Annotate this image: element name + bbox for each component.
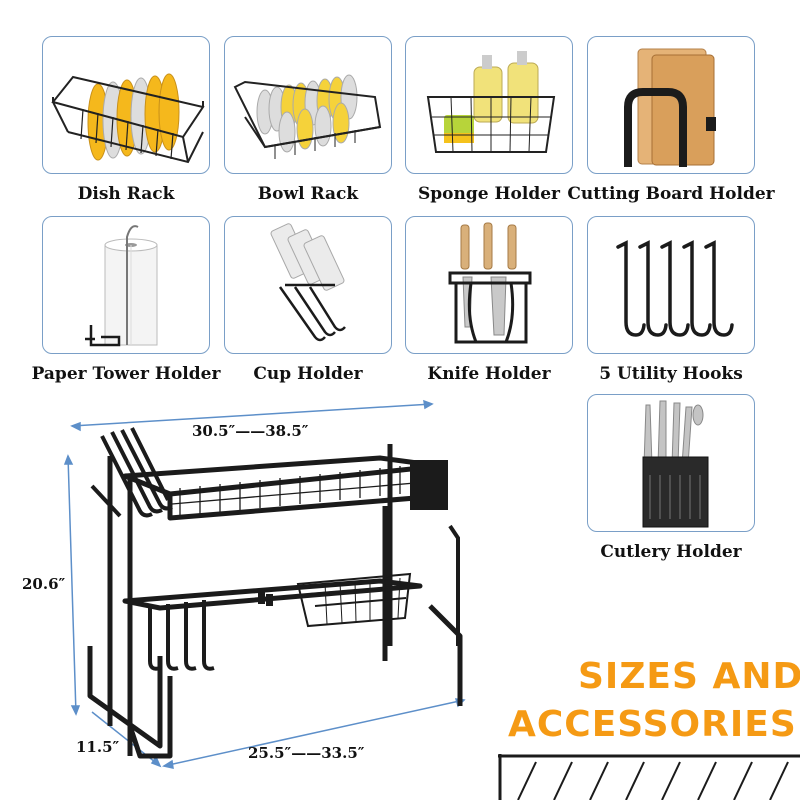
bowl-rack-image — [233, 74, 382, 159]
knife-holder-image — [448, 222, 532, 344]
height-dimension-line — [63, 454, 81, 716]
headline-line-2: ACCESSORIES — [508, 704, 797, 745]
utility-hooks-label: 5 Utility Hooks — [599, 364, 743, 384]
utility-hooks-card[interactable] — [587, 216, 755, 354]
rack-plate-dividers — [90, 427, 173, 518]
cup-holder-image — [270, 223, 346, 342]
knife-holder-card[interactable] — [405, 216, 573, 354]
rack-frame — [87, 444, 463, 759]
rack-lower-basket-grid — [324, 577, 401, 625]
upper-basket-grid — [171, 466, 439, 516]
height-label: 20.6″ — [22, 575, 66, 593]
dish-rack-image — [51, 73, 205, 164]
cup-holder-card[interactable] — [224, 216, 392, 354]
hatched-decoration-bar — [498, 754, 800, 800]
sponge-holder-label: Sponge Holder — [417, 184, 561, 204]
utility-hooks-image — [616, 240, 734, 337]
rack-side-towel-bar — [448, 524, 460, 646]
knife-holder-label: Knife Holder — [427, 364, 551, 384]
cup-holder-label: Cup Holder — [253, 364, 363, 384]
paper-towel-holder-label: Paper Tower Holder — [31, 364, 221, 384]
cutting-board-holder-label: Cutting Board Holder — [567, 184, 775, 204]
top-width-label: 30.5″——38.5″ — [192, 422, 309, 440]
top-width-dimension-line — [70, 399, 434, 432]
sponge-holder-card[interactable] — [405, 36, 573, 174]
bottom-width-label: 25.5″——33.5″ — [248, 744, 365, 762]
cutting-board-holder-card[interactable] — [587, 36, 755, 174]
dish-rack-label: Dish Rack — [77, 184, 175, 204]
rack-hanging-knobs — [258, 592, 273, 606]
sponge-holder-image — [426, 51, 556, 153]
rack-lower-cup-hooks — [148, 600, 215, 671]
paper-towel-holder-card[interactable] — [42, 216, 210, 354]
main-rack-illustration — [63, 399, 466, 769]
headline-line-1: SIZES AND — [578, 656, 800, 697]
bowl-rack-card[interactable] — [224, 36, 392, 174]
rack-cutlery-basket — [410, 460, 448, 510]
rack-lower-basket — [296, 572, 412, 628]
dish-rack-card[interactable] — [42, 36, 210, 174]
paper-towel-holder-image — [85, 225, 158, 347]
cutlery-holder-image — [642, 400, 709, 528]
cutting-board-holder-image — [624, 48, 716, 167]
cutlery-holder-label: Cutlery Holder — [600, 542, 742, 562]
bowl-rack-label: Bowl Rack — [257, 184, 359, 204]
cutlery-holder-card[interactable] — [587, 394, 755, 532]
depth-label: 11.5″ — [76, 738, 120, 756]
